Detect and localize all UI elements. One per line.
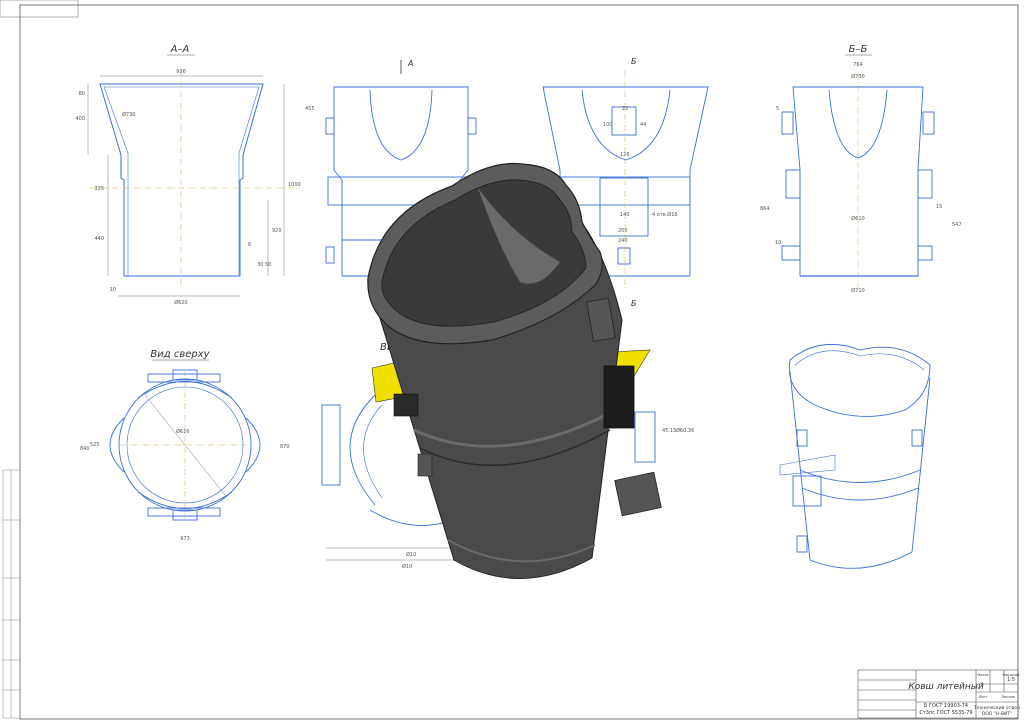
title-block [857, 669, 1019, 719]
dim-front-3: 126 [620, 152, 630, 158]
dim-top-0: Ø616 [176, 428, 189, 435]
top-left-stamp-box [0, 0, 79, 18]
dim-aa-10: 30 [257, 262, 263, 268]
section-bb-view [781, 74, 935, 288]
title-mass-label: Масса [977, 673, 988, 677]
dim-aa-2: 400 [75, 116, 85, 122]
left-margin-stamp [2, 469, 21, 719]
title-material-2: Ст3пс ГОСТ 5535-79 [919, 710, 972, 716]
dim-bb-4: 864 [760, 206, 770, 212]
dim-front-7: 4 отв.Ø16 [652, 211, 678, 218]
dim-aa-1: Ø730 [122, 111, 135, 118]
dim-front-4: 140 [620, 212, 630, 218]
title-org-1: Технический отдел [973, 704, 1020, 711]
cut-mark-b-bottom: Б [631, 299, 637, 308]
dim-front-0: 22 [622, 106, 628, 112]
dim-bb-3: Ø710 [851, 287, 864, 294]
dim-top-1: 840 [80, 446, 90, 452]
dim-bb-0: 764 [853, 62, 863, 68]
dim-front-2: 44 [640, 122, 646, 128]
title-name: Ковш литейный [908, 682, 984, 692]
dim-aa-0: 936 [176, 69, 186, 75]
dim-bb-6: 15 [936, 204, 942, 210]
isometric-wireframe-view [779, 343, 931, 569]
dim-bb-5: 547 [952, 222, 962, 228]
title-scale: 1:5 [1007, 677, 1015, 683]
ladle-3d-render [367, 162, 662, 579]
dim-front-5: 200 [618, 228, 628, 234]
sheet-border [19, 4, 1019, 720]
dim-aa-8: 920 [272, 228, 282, 234]
dim-aa-12: 10 [110, 287, 116, 293]
title-sheet-label: Лист [979, 695, 988, 699]
top-view [109, 369, 261, 521]
dim-front-1: 100 [603, 122, 613, 128]
dim-aa-7: 335 [94, 186, 104, 192]
title-scale-label: Масштаб [1003, 673, 1020, 677]
dim-partial-0: Ø10 [406, 551, 416, 558]
top-view-label: Вид сверху [150, 349, 210, 360]
dim-aa-6: 440 [94, 236, 104, 242]
dim-top-3: 870 [280, 444, 290, 450]
dim-top-2: 525 [90, 442, 100, 448]
section-aa-label: А–А [170, 44, 190, 55]
title-material-1: Б ГОСТ 19903-74 [924, 703, 968, 709]
dim-bb-1: Ø730 [851, 73, 864, 80]
dim-aa-11: 50 [265, 262, 271, 268]
dim-bb-2: Ø610 [851, 215, 864, 222]
dim-top-4: 973 [180, 536, 190, 542]
dim-aa-4: 455 [305, 106, 315, 112]
dim-partial-1: Ø10 [402, 563, 412, 570]
title-org-2: ООО "Н-ВИТ" [982, 711, 1012, 717]
partial-view-label: Ви [380, 342, 394, 353]
dim-bb-8: 5 [776, 106, 779, 112]
cut-mark-b-top: Б [631, 57, 637, 66]
title-sheets-label: Листов [1001, 695, 1014, 699]
section-aa-view [87, 70, 300, 297]
dim-aa-13: 6 [248, 242, 251, 248]
section-bb-label: Б–Б [849, 44, 868, 55]
dim-aa-3: 80 [79, 91, 85, 97]
dim-bb-7: 10 [775, 240, 781, 246]
cut-mark-a: А [407, 59, 413, 68]
dim-aa-5: 1000 [288, 182, 301, 188]
dim-aa-9: Ø620 [174, 299, 187, 306]
side-view [542, 70, 709, 290]
dim-partial-3: Ø60.36 [676, 427, 694, 434]
dim-front-6: 240 [618, 238, 628, 244]
dim-partial-2: 45.15 [662, 428, 676, 434]
